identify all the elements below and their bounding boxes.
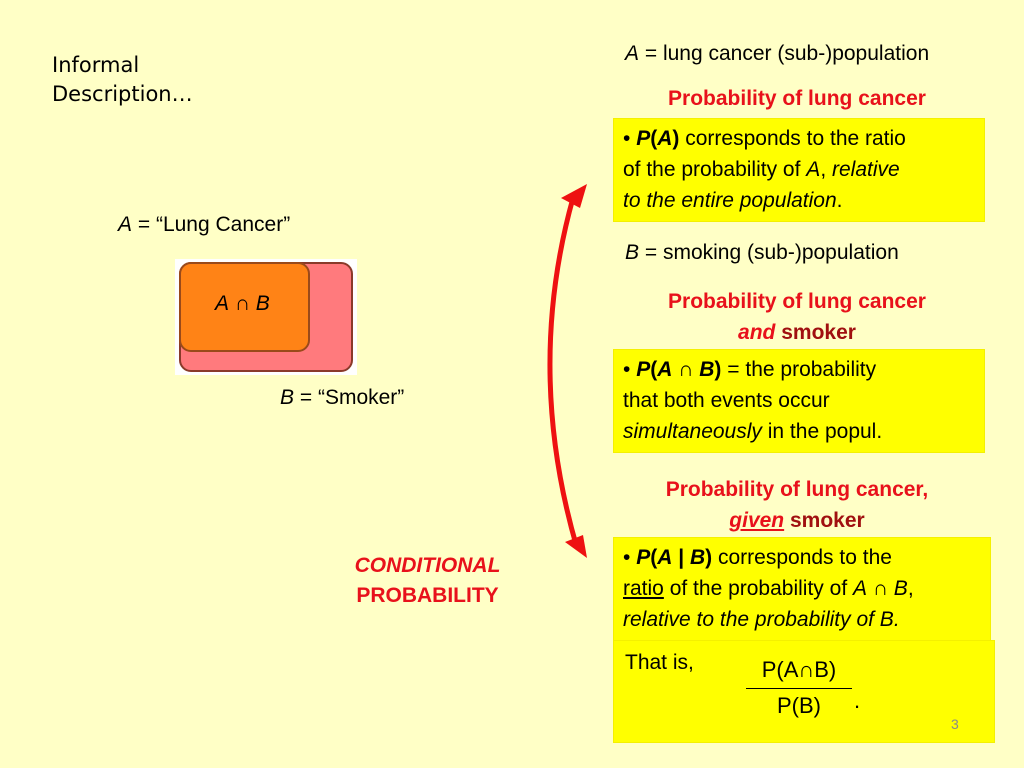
b-symbol: B	[699, 358, 715, 381]
text: in the popul.	[767, 420, 883, 443]
paren-close: )	[672, 127, 680, 150]
section-a-text: = lung cancer (sub-)population	[644, 42, 930, 65]
section-b-box-line3: simultaneously in the popul.	[623, 416, 975, 447]
section-b-text: = smoking (sub-)population	[644, 241, 899, 264]
entire-population-text: to the entire population	[623, 189, 837, 212]
comma: ,	[820, 158, 827, 181]
section-b-letter: B	[625, 241, 640, 264]
fraction-denominator: P(B)	[777, 693, 821, 718]
section-c-box-line1: • P(A | B) corresponds to the	[623, 542, 981, 573]
fraction-numerator: P(A∩B)	[761, 657, 837, 682]
section-b-box-line2: that both events occur	[623, 389, 830, 412]
section-a-box-line2: of the probability of A, relative	[623, 154, 975, 185]
intersection-symbol: ∩	[234, 292, 250, 315]
section-c-heading: Probability of lung cancer, given smoker	[612, 474, 982, 536]
bullet: •	[623, 546, 631, 569]
b-symbol: B	[689, 546, 706, 569]
section-b-heading-line2: and smoker	[612, 317, 982, 348]
b-symbol: B	[893, 577, 908, 600]
smoker-text: smoker	[781, 321, 856, 344]
section-b-box: • P(A ∩ B) = the probability that both e…	[614, 350, 984, 452]
intersection-symbol: ∩	[872, 577, 888, 600]
section-b-heading: Probability of lung cancer and smoker	[612, 286, 982, 348]
paren-close: )	[705, 546, 713, 569]
section-c-heading-line2: given smoker	[612, 505, 982, 536]
section-c-box-line2: ratio of the probability of A ∩ B,	[623, 573, 981, 604]
text: = the probability	[727, 358, 877, 381]
period: .	[836, 189, 843, 212]
bullet: •	[623, 127, 631, 150]
intersection-symbol: ∩	[678, 358, 694, 381]
section-a-title: A = lung cancer (sub-)population	[625, 42, 929, 66]
p-symbol: P	[636, 546, 651, 569]
section-c-box-line3: relative to the probability of B.	[623, 608, 900, 631]
a-symbol: A	[657, 546, 673, 569]
intro-line-2: Description…	[52, 82, 193, 106]
venn-diagram: A ∩ B	[175, 259, 357, 375]
formula-box: That is, P(A∩B) P(B) . 3	[614, 641, 994, 742]
conditional-line-2: PROBABILITY	[356, 584, 499, 607]
a-symbol: A	[806, 158, 821, 181]
a-symbol: A	[657, 358, 673, 381]
conditional-probability-label: CONDITIONAL PROBABILITY	[330, 551, 525, 611]
text: of the probability of	[669, 577, 848, 600]
section-a-box: • P(A) corresponds to the ratio of the p…	[614, 119, 984, 221]
venn-a-label: A = “Lung Cancer”	[118, 213, 290, 237]
section-a-heading: Probability of lung cancer	[668, 87, 926, 110]
paren-open: (	[650, 546, 658, 569]
conditional-line-1: CONDITIONAL	[354, 554, 501, 577]
a-symbol: A	[657, 127, 673, 150]
simultaneously-text: simultaneously	[623, 420, 762, 443]
paren-close: )	[714, 358, 722, 381]
bullet: •	[623, 358, 631, 381]
venn-a-letter: A	[118, 213, 133, 236]
venn-b-text: = “Smoker”	[299, 386, 405, 409]
section-a-box-line1: • P(A) corresponds to the ratio	[623, 123, 975, 154]
section-a-letter: A	[625, 42, 640, 65]
and-text: and	[738, 321, 776, 344]
given-bar: |	[678, 546, 685, 569]
section-b-box-line1: • P(A ∩ B) = the probability	[623, 354, 975, 385]
venn-b-letter: B	[280, 386, 295, 409]
text: corresponds to the	[717, 546, 892, 569]
relative-text: relative	[832, 158, 900, 181]
section-a-box-line3: to the entire population.	[623, 185, 975, 216]
section-c-heading-line1: Probability of lung cancer,	[665, 478, 929, 501]
page-number: 3	[951, 716, 959, 732]
section-b-heading-line1: Probability of lung cancer	[668, 290, 926, 313]
fraction-period: .	[854, 688, 861, 713]
intro-title: Informal Description…	[52, 51, 193, 109]
fraction: P(A∩B) P(B)	[746, 655, 852, 721]
section-b-title: B = smoking (sub-)population	[625, 241, 899, 265]
intersection-b: B	[255, 292, 270, 315]
comma: ,	[907, 577, 914, 600]
venn-set-a	[179, 262, 310, 352]
smoker-text: smoker	[789, 509, 865, 532]
p-symbol: P	[636, 127, 651, 150]
paren-open: (	[650, 358, 658, 381]
fraction-bar	[746, 688, 852, 689]
section-c-box: • P(A | B) corresponds to the ratio of t…	[614, 538, 990, 640]
given-text: given	[729, 509, 785, 532]
text: corresponds to the ratio	[685, 127, 906, 150]
text: of the probability of	[623, 158, 801, 181]
venn-a-text: = “Lung Cancer”	[137, 213, 291, 236]
intersection-a: A	[215, 292, 230, 315]
double-arrow-icon	[547, 184, 587, 558]
ratio-text: ratio	[623, 577, 664, 600]
intro-line-1: Informal	[52, 53, 140, 77]
a-symbol: A	[853, 577, 868, 600]
venn-intersection-label: A ∩ B	[215, 292, 270, 316]
paren-open: (	[650, 127, 658, 150]
p-symbol: P	[636, 358, 651, 381]
that-is-text: That is,	[625, 651, 694, 674]
venn-b-label: B = “Smoker”	[280, 386, 404, 410]
